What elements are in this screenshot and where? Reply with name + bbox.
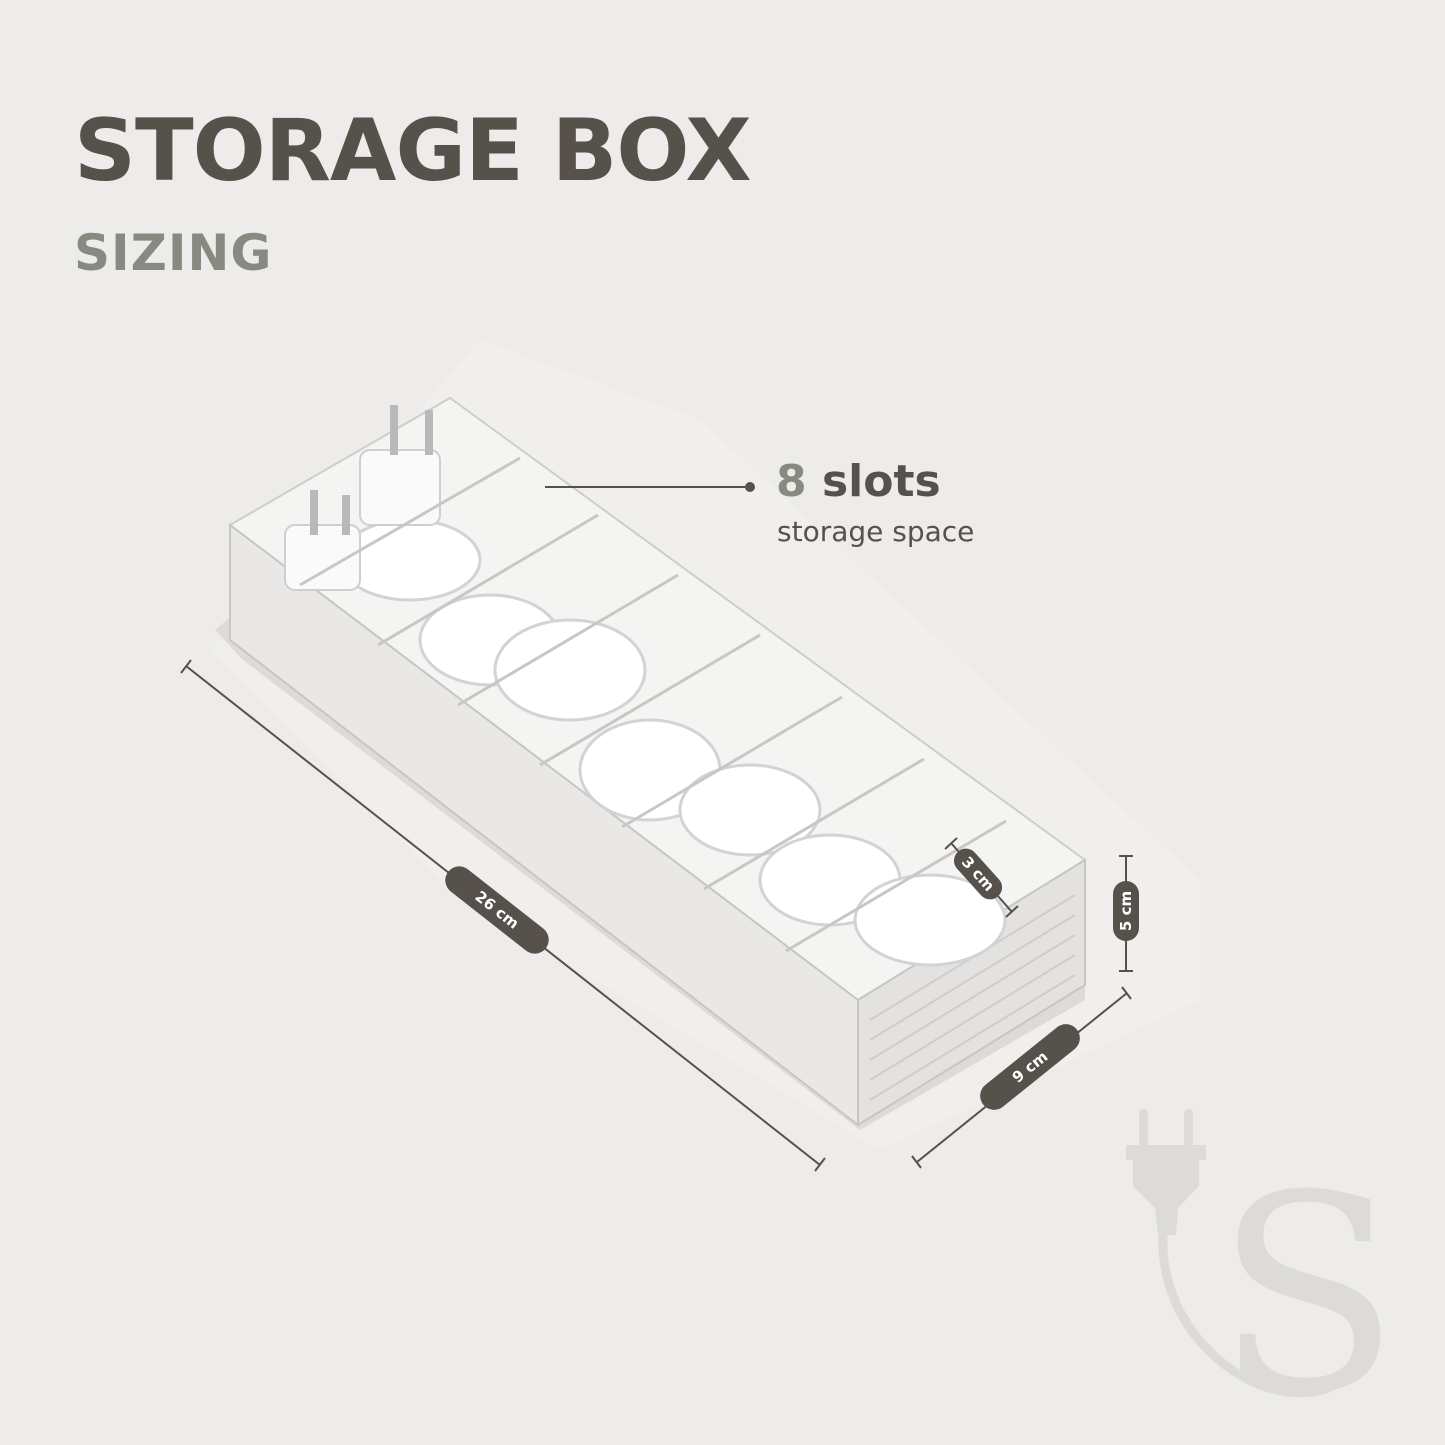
page-title: STORAGE BOX (74, 101, 752, 201)
page-subtitle: SIZING (74, 224, 273, 282)
slots-description: storage space (777, 515, 975, 548)
storage-box-image (215, 396, 1087, 1130)
height-pill (1113, 881, 1139, 941)
slot-width-pill (953, 848, 1003, 900)
length-pill (445, 866, 549, 954)
plug-s-logo-icon: S (1126, 1109, 1400, 1445)
slots-count: 8 (776, 456, 807, 507)
slots-unit: slots (821, 456, 941, 507)
width-pill (980, 1024, 1080, 1110)
watermark-letter: S (1215, 1137, 1400, 1445)
slots-leader-dot (745, 482, 755, 492)
box-right-face (857, 858, 1086, 1127)
slots-callout: 8 slots (776, 460, 941, 504)
power-adapter-icon (284, 405, 441, 591)
height-dimension: 5 cm (1113, 855, 1139, 972)
height-label: 5 cm (1117, 891, 1135, 931)
